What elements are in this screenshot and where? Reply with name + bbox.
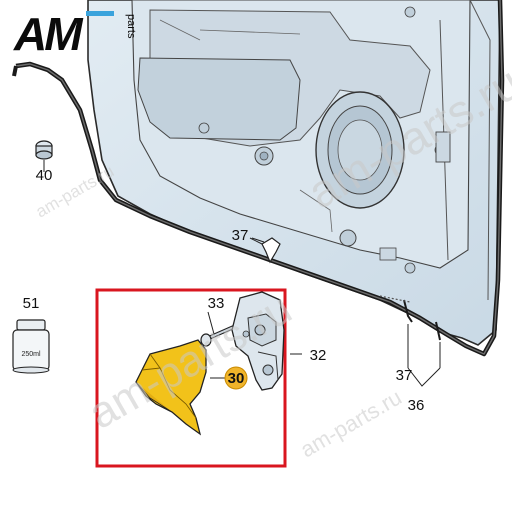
callout-labels: 40 37 51 33 32 30 37 36 — [23, 167, 425, 414]
label-33: 33 — [208, 295, 225, 312]
watermark-4: am-parts.ru — [296, 384, 406, 462]
label-30-badge — [224, 366, 248, 390]
highlight-frame — [95, 288, 287, 468]
part-40-plug — [35, 140, 53, 168]
part-33-screw — [200, 324, 238, 347]
label-51: 51 — [23, 295, 40, 312]
logo-suffix: parts — [125, 14, 137, 39]
logo-accent-bar — [86, 11, 114, 16]
part-37-clip-top — [251, 237, 281, 264]
logo-brand: AM — [13, 8, 84, 60]
label-40: 40 — [36, 167, 53, 184]
label-37-bottom: 37 — [396, 367, 413, 384]
label-36: 36 — [408, 397, 425, 414]
leader-lines — [43, 168, 441, 387]
part-32-lock — [231, 291, 285, 391]
door-panel — [87, 0, 501, 346]
label-37-top: 37 — [232, 227, 249, 244]
label-30: 30 — [228, 370, 245, 387]
label-32: 32 — [310, 347, 327, 364]
am-parts-logo: AM parts — [13, 8, 137, 60]
bottle-label: 250ml — [21, 351, 41, 358]
part-51-bottle: 250ml — [12, 319, 50, 374]
part-30-cover — [135, 339, 207, 436]
door-seal — [12, 0, 505, 357]
